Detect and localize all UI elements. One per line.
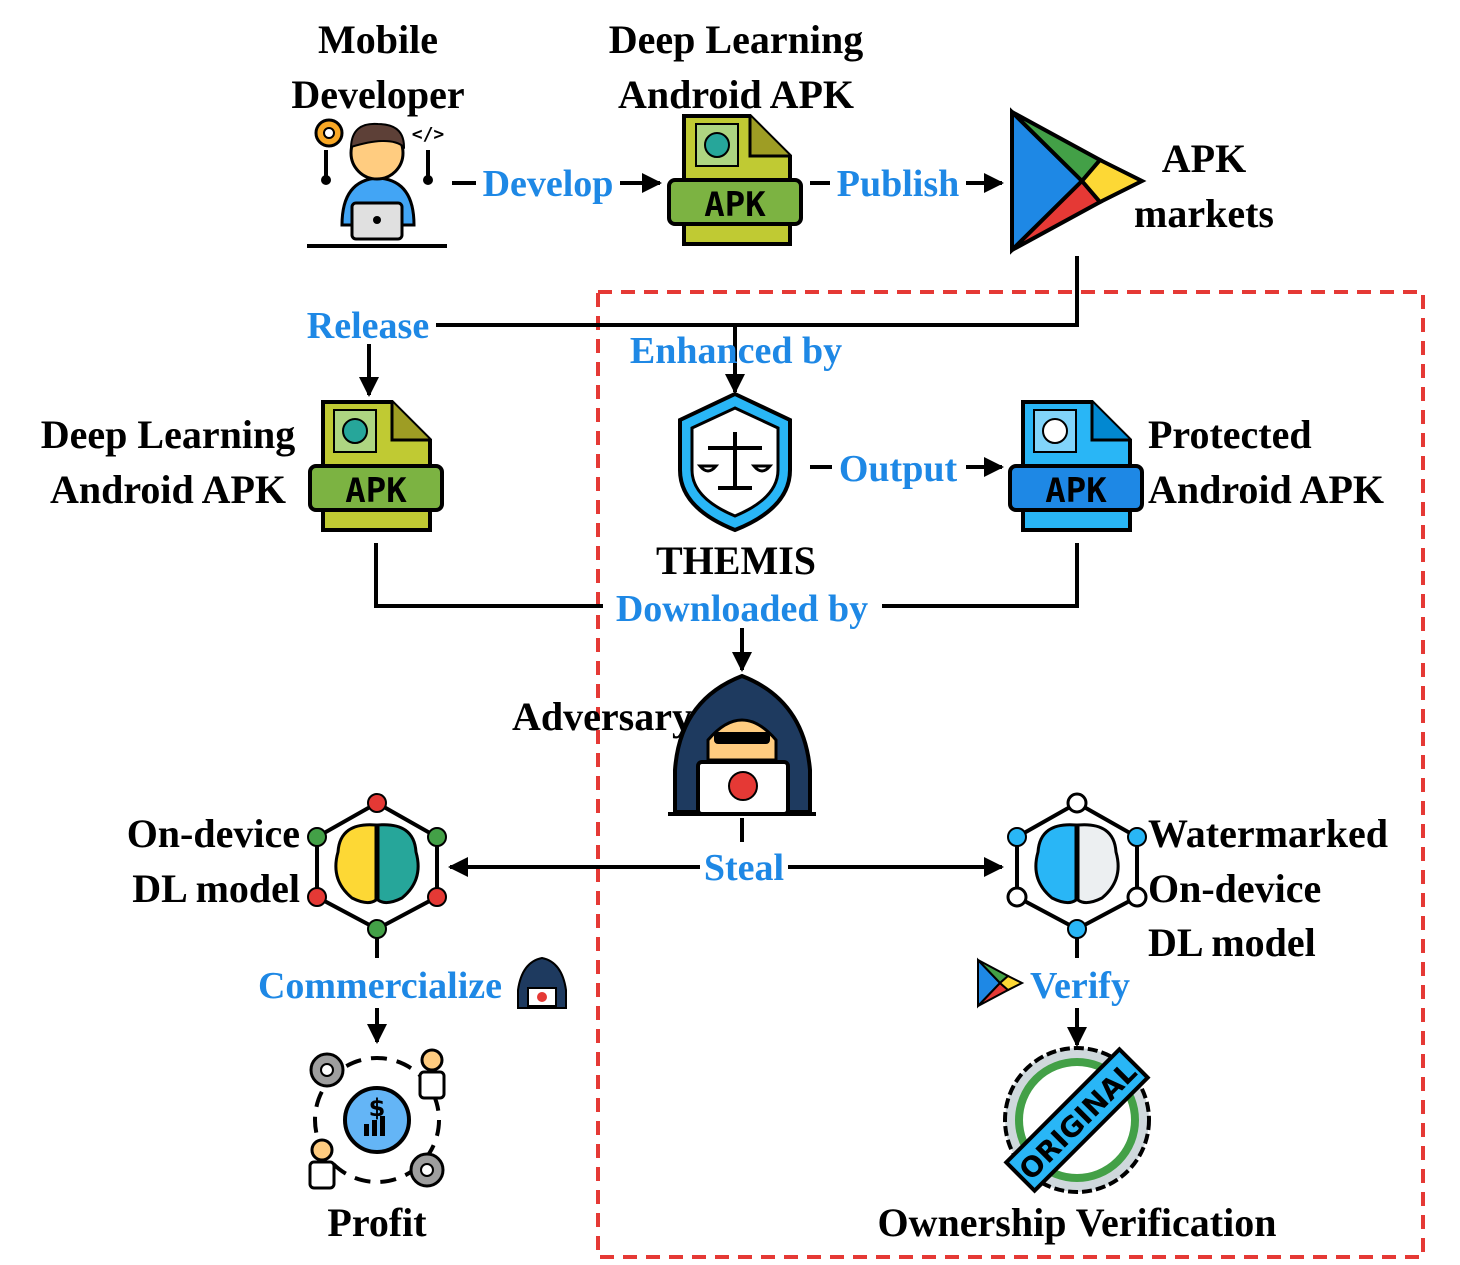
adversary-hacker-icon	[668, 673, 816, 816]
protected-apk-label-1: Protected	[1148, 412, 1312, 457]
dl-apk-top-label-2: Android APK	[618, 72, 854, 117]
protected-apk-label-2: Android APK	[1148, 467, 1384, 512]
profit-label: Profit	[327, 1200, 427, 1245]
watermarked-model-label-3: DL model	[1148, 920, 1316, 965]
dollar-sign: $	[369, 1094, 386, 1122]
mobile-developer-label-2: Developer	[291, 72, 464, 117]
download-left-line	[374, 543, 603, 608]
watermarked-model-icon	[1006, 792, 1148, 939]
edge-verify-label: Verify	[1030, 965, 1130, 1007]
edge-downloaded-by-label: Downloaded by	[616, 588, 868, 630]
original-stamp-icon: ORIGINAL	[1003, 1046, 1151, 1194]
apk-markets-label-2: markets	[1134, 191, 1274, 236]
edge-develop-label: Develop	[483, 163, 614, 205]
svg-text:</>: </>	[412, 124, 445, 145]
edge-steal-label: Steal	[704, 847, 784, 889]
protected-apk-icon: APK	[1008, 400, 1144, 532]
ondevice-model-label-1: On-device	[127, 811, 300, 856]
dl-apk-mid-label-1: Deep Learning	[41, 412, 295, 457]
edge-output-label: Output	[839, 448, 958, 490]
apk-badge-text: APK	[704, 185, 766, 225]
download-right-line	[882, 543, 1079, 608]
play-store-icon	[1010, 107, 1147, 255]
ownership-verification-label: Ownership Verification	[878, 1200, 1277, 1245]
apk-file-icon-mid: APK	[308, 400, 444, 532]
apk-markets-label-1: APK	[1162, 136, 1246, 181]
ondevice-model-label-2: DL model	[132, 866, 300, 911]
small-hacker-icon	[517, 956, 567, 1009]
edge-release-label: Release	[307, 305, 429, 347]
edge-publish-label: Publish	[837, 163, 960, 205]
dl-apk-top-label-1: Deep Learning	[609, 17, 863, 62]
adversary-label: Adversary	[512, 694, 692, 739]
dl-apk-mid-label-2: Android APK	[50, 467, 286, 512]
ondevice-model-icon	[307, 793, 447, 939]
apk-badge-text: APK	[1045, 471, 1107, 511]
profit-cycle-icon: $	[308, 1048, 446, 1190]
mobile-developer-label-1: Mobile	[318, 17, 438, 62]
watermarked-model-label-2: On-device	[1148, 866, 1321, 911]
apk-badge-text: APK	[345, 471, 407, 511]
small-play-store-icon	[977, 957, 1025, 1009]
edge-commercialize-label: Commercialize	[258, 965, 502, 1007]
themis-label: THEMIS	[656, 538, 816, 583]
developer-icon: </>	[307, 118, 447, 248]
apk-file-icon-top: APK	[667, 114, 803, 246]
themis-shield-icon	[678, 391, 792, 533]
edge-enhanced-by-label: Enhanced by	[630, 330, 842, 372]
watermarked-model-label-1: Watermarked	[1148, 811, 1388, 856]
markets-trunk-line	[436, 256, 1079, 327]
